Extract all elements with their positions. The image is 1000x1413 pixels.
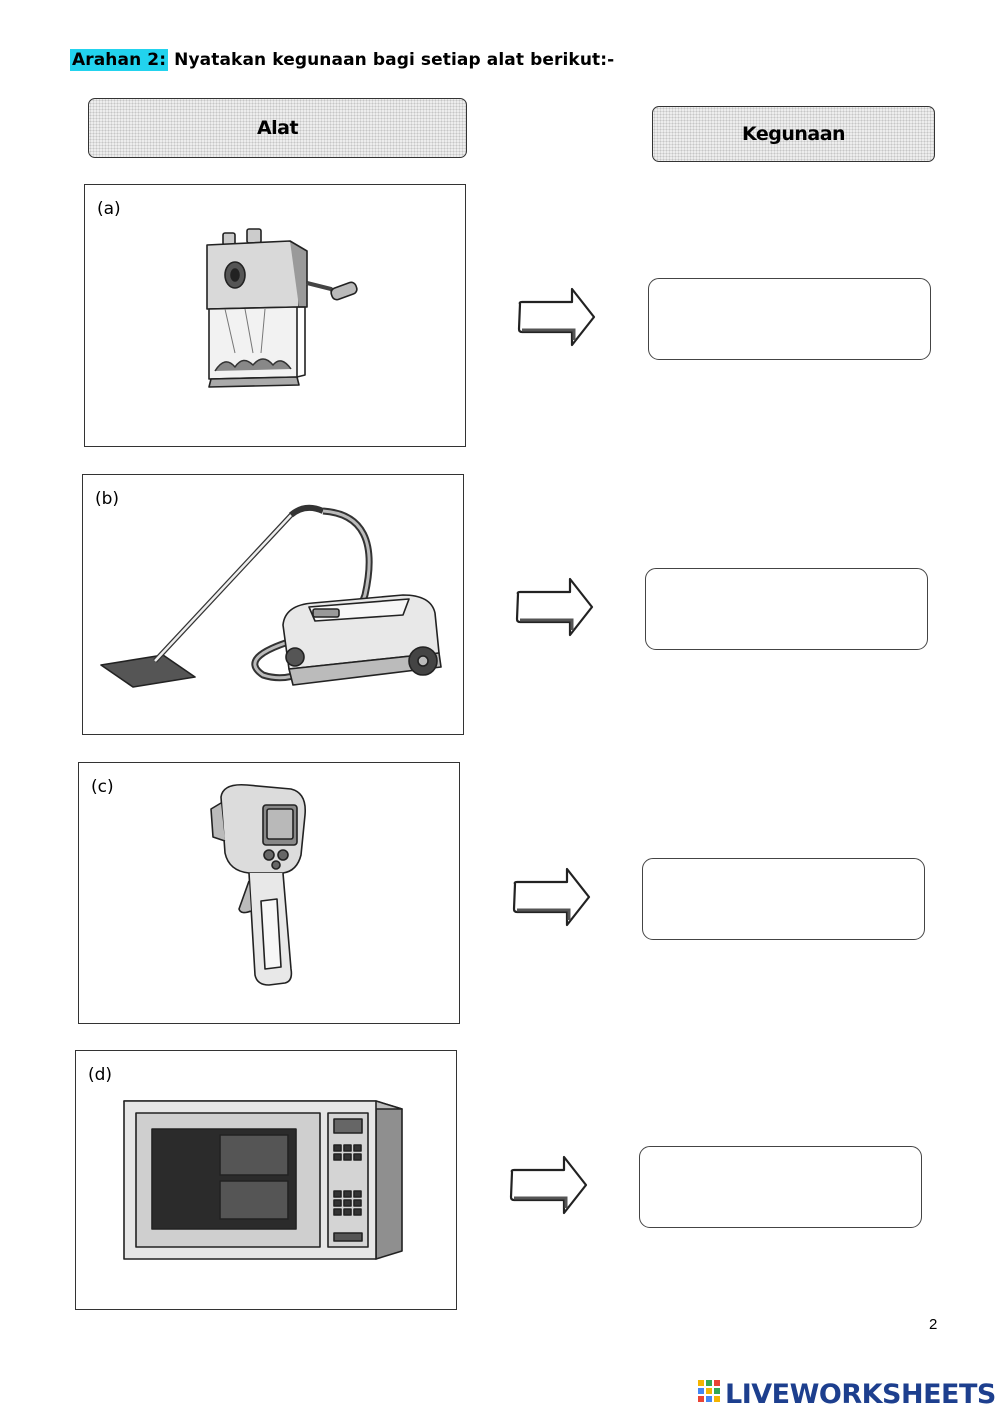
tool-box-a: (a) (84, 184, 466, 447)
answer-box-a[interactable] (648, 278, 931, 360)
instruction-label: Arahan 2: (70, 49, 169, 71)
answer-box-d[interactable] (639, 1146, 922, 1228)
liveworksheets-logo-icon (698, 1380, 720, 1402)
vacuum-cleaner-icon (100, 504, 442, 688)
answer-box-b[interactable] (645, 568, 928, 650)
page-number: 2 (929, 1316, 938, 1333)
arrow-d-icon (509, 1155, 588, 1215)
item-label-d: (d) (88, 1065, 113, 1085)
arrow-b-icon (515, 577, 594, 637)
tool-column-header: Alat (88, 98, 467, 158)
tool-box-b: (b) (82, 474, 464, 735)
answer-box-c[interactable] (642, 858, 925, 940)
arrow-a-icon (517, 287, 596, 347)
item-label-b: (b) (95, 489, 120, 509)
tool-box-c: (c) (78, 762, 460, 1024)
tool-box-d: (d) (75, 1050, 457, 1310)
item-label-c: (c) (91, 777, 114, 797)
tool-column-header-text: Alat (256, 117, 299, 139)
use-column-header-text: Kegunaan (741, 123, 846, 145)
liveworksheets-logo: LIVEWORKSHEETS (698, 1378, 996, 1410)
instruction-text: Nyatakan kegunaan bagi setiap alat berik… (174, 50, 615, 70)
instruction: Arahan 2: Nyatakan kegunaan bagi setiap … (70, 49, 615, 71)
arrow-c-icon (512, 867, 591, 927)
use-column-header: Kegunaan (652, 106, 935, 162)
brand-name: LIVEWORKSHEETS (725, 1378, 996, 1410)
item-label-a: (a) (97, 199, 121, 219)
infrared-thermometer-icon (210, 783, 307, 986)
pencil-sharpener-icon (206, 228, 358, 388)
microwave-oven-icon (123, 1100, 403, 1260)
